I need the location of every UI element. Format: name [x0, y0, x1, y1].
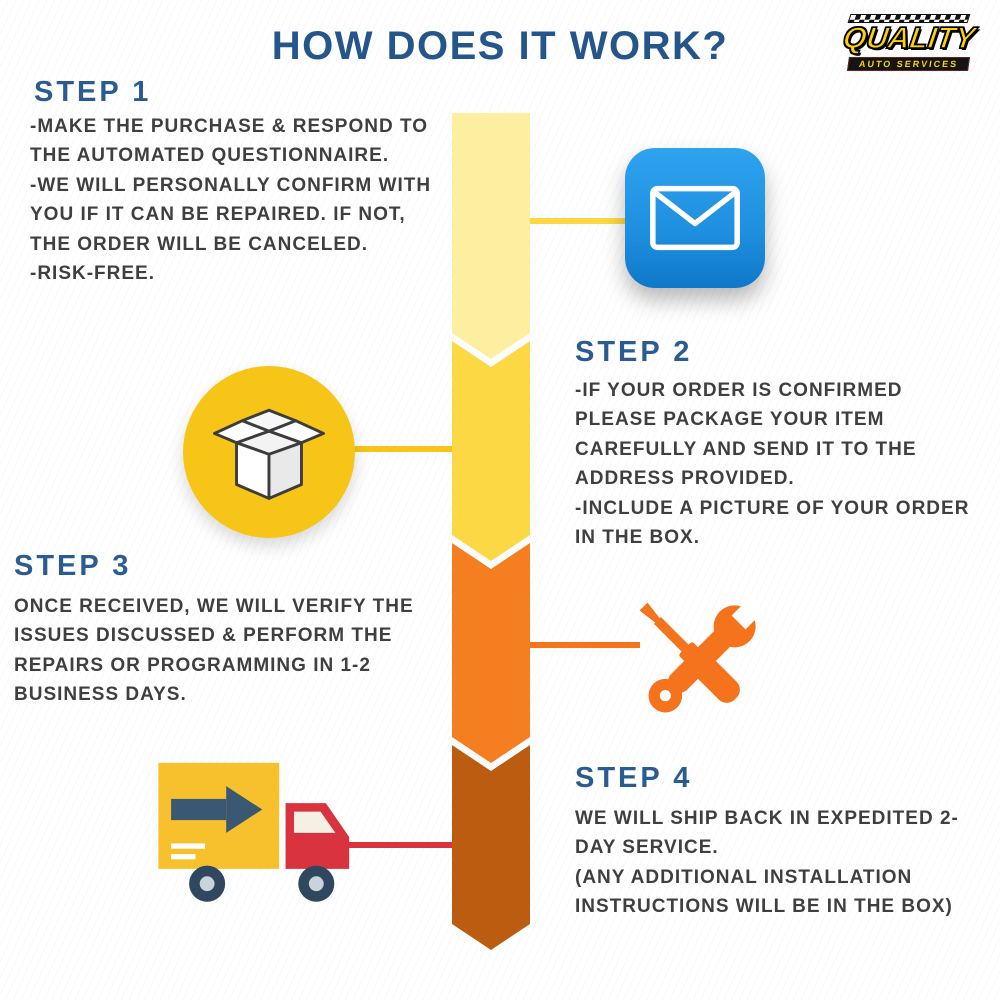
step-4-heading: STEP 4: [575, 762, 693, 794]
step-3-heading: STEP 3: [14, 550, 132, 582]
step-1-heading: STEP 1: [34, 76, 152, 108]
package-box-icon: [183, 366, 355, 538]
timeline-segment-4: [452, 745, 530, 950]
connector-line-step4: [338, 842, 456, 848]
connector-line-step2: [350, 446, 456, 452]
wrench-screwdriver-glyph: [639, 597, 764, 713]
step-1-body: -MAKE THE PURCHASE & RESPOND TO THE AUTO…: [30, 116, 432, 285]
step-2-heading: STEP 2: [575, 336, 693, 368]
delivery-truck-icon: [152, 752, 364, 920]
email-icon: [625, 148, 765, 288]
envelope-glyph: [650, 185, 740, 251]
connector-line-step3: [528, 642, 640, 648]
logo-brand-text: QUALITY: [840, 21, 978, 55]
page-title: HOW DOES IT WORK?: [271, 24, 729, 68]
truck-glyph: [158, 762, 350, 902]
timeline: [452, 113, 530, 950]
logo-tagline: AUTO SERVICES: [847, 57, 971, 71]
timeline-segment-2: [452, 341, 530, 561]
timeline-segment-1: [452, 113, 530, 359]
timeline-segment-3: [452, 543, 530, 763]
connector-line-step1: [528, 218, 648, 224]
step-2-body: -IF YOUR ORDER IS CONFIRMED PLEASE PACKA…: [575, 380, 970, 549]
open-box-glyph: [213, 408, 325, 500]
tools-icon: [615, 578, 783, 746]
brand-logo: QUALITY AUTO SERVICES: [824, 14, 994, 72]
step-3-body: ONCE RECEIVED, WE WILL VERIFY THE ISSUES…: [14, 596, 414, 706]
step-4-body: WE WILL SHIP BACK IN EXPEDITED 2-DAY SER…: [575, 808, 959, 918]
